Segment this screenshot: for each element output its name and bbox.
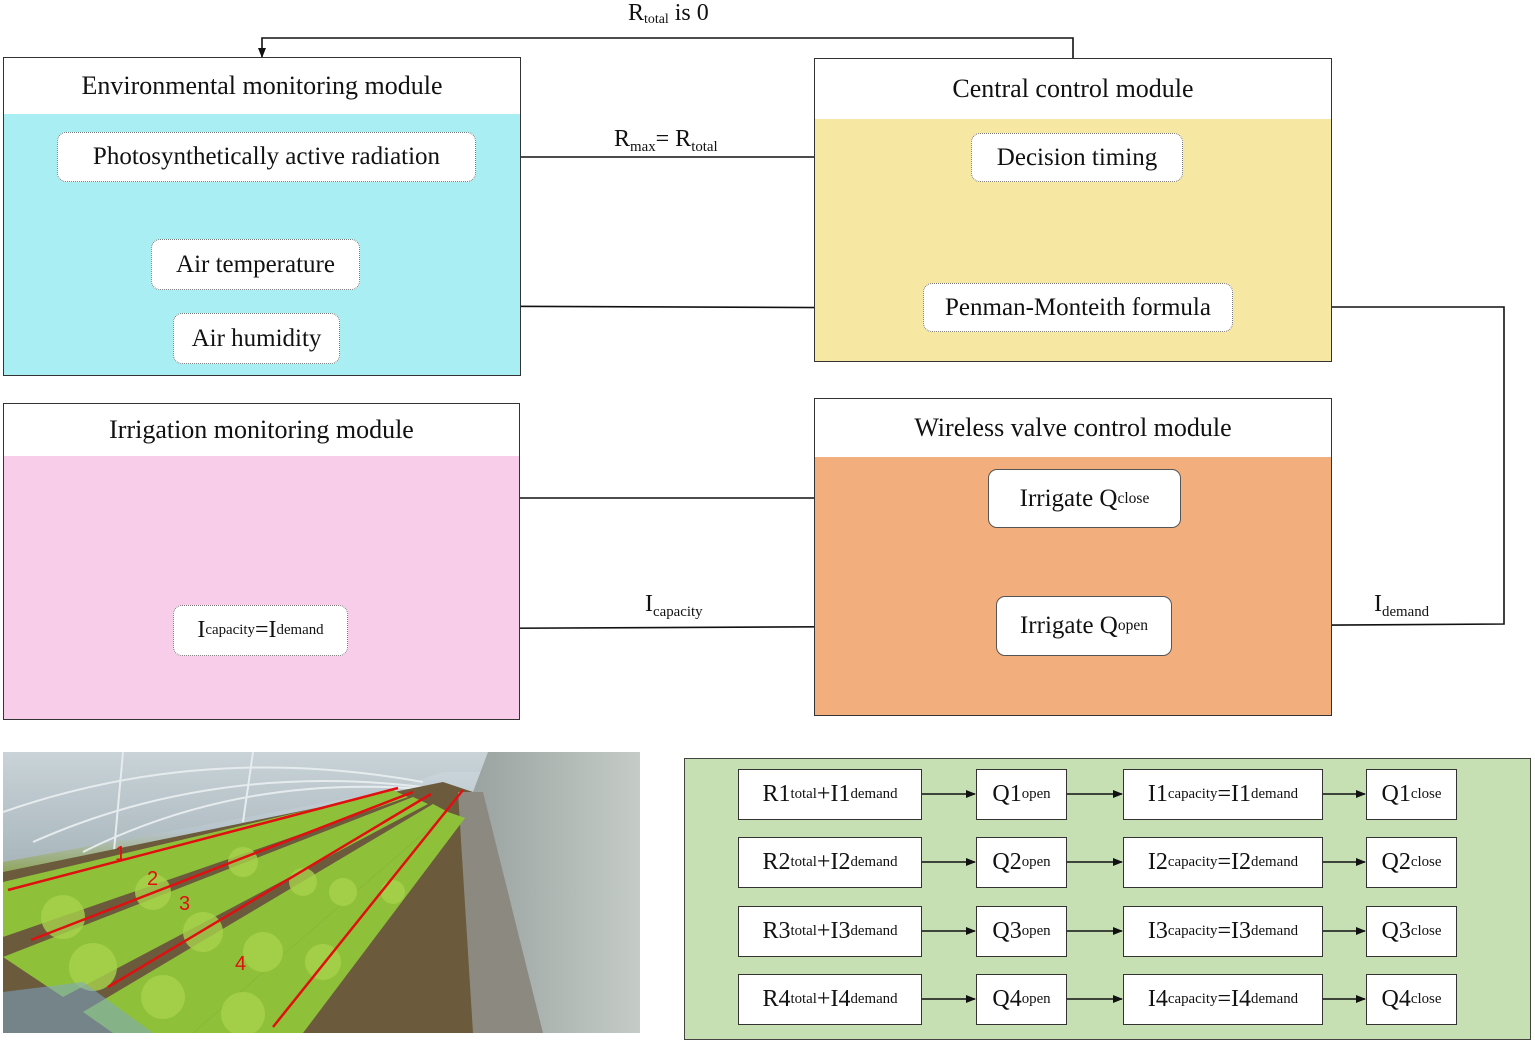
module-title: Irrigation monitoring module: [4, 404, 519, 457]
par-node: Photosynthetically active radiation: [57, 132, 476, 182]
idemand-label: Idemand: [1374, 591, 1430, 621]
rmax-equals-rtotal-label: Rmax= Rtotal: [614, 126, 718, 156]
air-humidity-node: Air humidity: [173, 313, 340, 364]
air-temperature-node: Air temperature: [151, 239, 360, 290]
loop-arrow: [258, 37, 1074, 58]
row-lines: [7, 786, 464, 1028]
irrigation-monitoring-module: Irrigation monitoring module: [3, 403, 520, 720]
module-title: Central control module: [815, 59, 1331, 120]
decision-timing-node: Decision timing: [971, 133, 1183, 182]
module-title: Environmental monitoring module: [4, 58, 520, 115]
row-label-2: 2: [147, 868, 158, 890]
penman-monteith-node: Penman-Monteith formula: [923, 283, 1233, 332]
row-label-4: 4: [235, 953, 246, 975]
row-label-3: 3: [179, 893, 190, 915]
loop-label: Rtotal is 0: [628, 0, 709, 27]
icapacity-label: Icapacity: [645, 591, 703, 621]
module-body: [4, 456, 519, 719]
greenhouse-photo: 1 2 3 4: [3, 752, 640, 1033]
module-title: Wireless valve control module: [815, 399, 1331, 458]
penman-to-open-arrow: [1171, 306, 1505, 630]
greenhouse-illustration: 1 2 3 4: [3, 752, 640, 1033]
row-label-1: 1: [115, 843, 126, 865]
